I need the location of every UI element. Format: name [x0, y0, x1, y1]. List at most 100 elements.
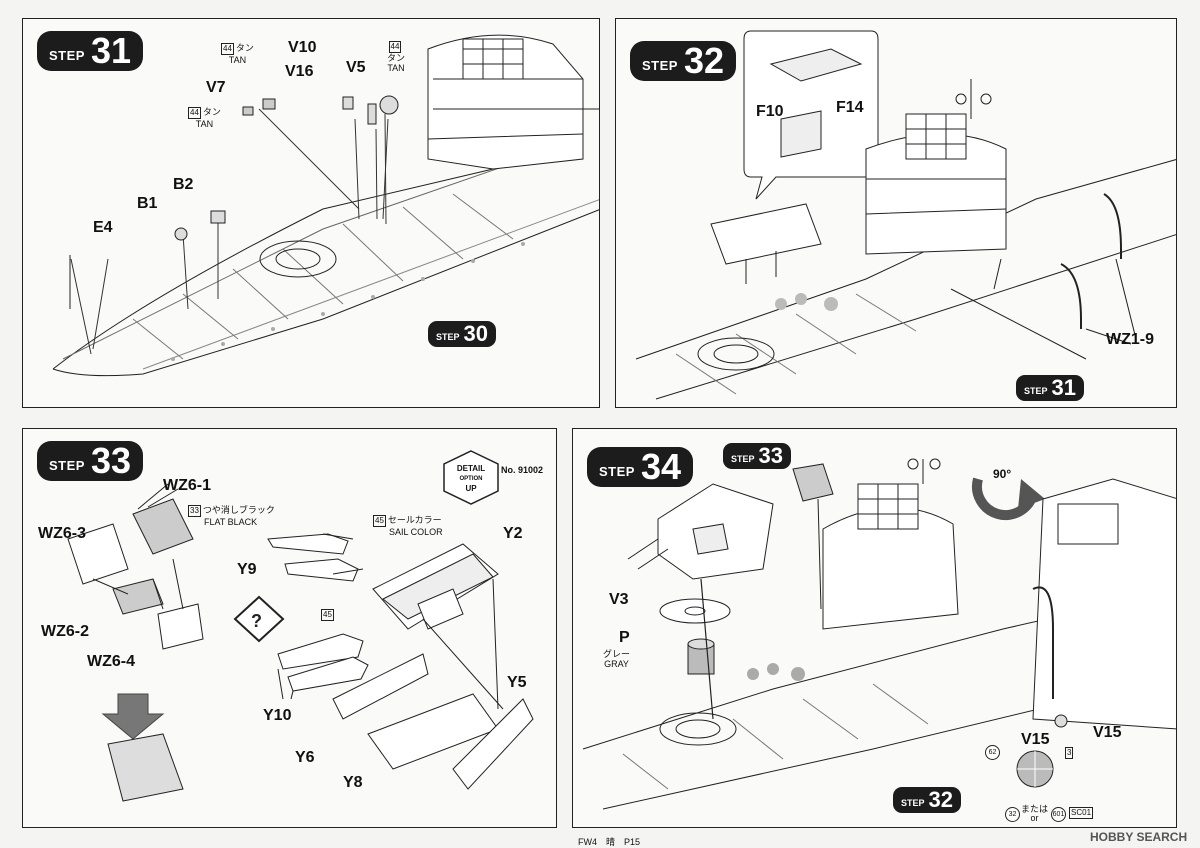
step-33-badge: STEP 33 [37, 440, 144, 481]
ref-step-number: 30 [463, 321, 488, 346]
paint-name-en: TAN [228, 55, 247, 65]
ref-step-label: STEP [901, 797, 925, 808]
detail-up-badge: DETAIL OPTION UP [448, 464, 494, 493]
color-code-62: 62 [985, 745, 1000, 760]
part-label-b2: B2 [173, 176, 194, 193]
paint-code: 44 [188, 107, 201, 119]
color-code-32: 32 [1005, 807, 1020, 822]
detail-line-2: OPTION [459, 476, 483, 482]
page-footer: FW4 晴 P15 [578, 837, 641, 847]
step-32-reference-badge: STEP 32 [893, 787, 961, 813]
step-label: STEP [49, 47, 85, 63]
part-label-y2: Y2 [503, 525, 523, 542]
step-label: STEP [49, 457, 85, 473]
ref-step-label: STEP [731, 453, 755, 464]
step-32-drawing [635, 30, 1176, 400]
step-30-reference-badge: STEP 30 [428, 321, 496, 347]
part-label-y9: Y9 [237, 561, 257, 578]
part-label-v15-inset: V15 [1093, 724, 1122, 741]
part-label-b1: B1 [137, 195, 158, 212]
step-number: 34 [640, 446, 682, 487]
paint-name-jp: タン [235, 43, 254, 53]
svg-text:?: ? [251, 611, 262, 631]
part-label-wz6-2: WZ6-2 [41, 623, 89, 640]
rotate-90-label: 90° [993, 467, 1012, 481]
paint-name-jp: つや消しブラック [202, 505, 275, 515]
part-label-f10: F10 [756, 103, 784, 120]
paint-name-en: TAN [387, 63, 405, 73]
step-32-panel: STEP 32 STEP 31 F10 F14 WZ1-9 [615, 18, 1177, 408]
part-label-e4: E4 [93, 219, 113, 236]
part-label-v15-decal: V15 [1021, 731, 1050, 748]
or-jp: または [1021, 804, 1049, 814]
part-label-v10: V10 [288, 39, 317, 56]
part-label-y10: Y10 [263, 707, 292, 724]
step-label: STEP [599, 463, 635, 479]
step-33-reference-badge: STEP 33 [723, 443, 791, 469]
ref-step-number: 31 [1051, 375, 1076, 400]
step-33-panel: ? STEP 33 WZ6-1 WZ6- [22, 428, 557, 828]
paint-code: 45 [373, 515, 386, 527]
color-code-3: 3 [1065, 747, 1075, 759]
part-label-p: P [619, 629, 630, 646]
step-31-drawing [52, 34, 599, 377]
paint-name-en: TAN [195, 119, 214, 129]
color-code-box: SC01 [1069, 807, 1094, 819]
step-number: 33 [90, 440, 132, 481]
paint-code: 44 [388, 41, 402, 53]
part-label-v16: V16 [285, 63, 314, 80]
part-label-y8: Y8 [343, 774, 363, 791]
ref-step-label: STEP [1024, 385, 1048, 396]
paint-code: 33 [188, 505, 201, 517]
step-34-badge: STEP 34 [587, 446, 694, 487]
step-number: 31 [90, 30, 132, 71]
paint-name-jp: タン [202, 107, 221, 117]
part-label-wz6-4: WZ6-4 [87, 653, 135, 670]
step-34-drawing [582, 458, 1176, 810]
detail-line-3: UP [465, 484, 477, 493]
paint-name-jp: グレー [603, 649, 631, 659]
paint-code: 44 [221, 43, 234, 55]
paint-name-en: SAIL COLOR [389, 527, 443, 537]
step-33-drawing: ? [67, 450, 534, 802]
part-label-wz6-3: WZ6-3 [38, 525, 86, 542]
step-31-badge: STEP 31 [37, 30, 144, 71]
part-label-f14: F14 [836, 99, 864, 116]
paint-callout-y10: 45 [321, 609, 336, 621]
part-label-wz1-9: WZ1-9 [1106, 331, 1154, 348]
part-label-y6: Y6 [295, 749, 315, 766]
ref-step-number: 33 [758, 443, 783, 468]
ref-step-number: 32 [928, 787, 953, 812]
step-32-badge: STEP 32 [630, 40, 737, 81]
color-code-box: 3 [1065, 747, 1074, 759]
watermark: HOBBY SEARCH [1090, 830, 1188, 844]
ref-step-label: STEP [436, 331, 460, 342]
part-label-y5: Y5 [507, 674, 527, 691]
part-label-v7: V7 [206, 79, 226, 96]
step-31-reference-badge: STEP 31 [1016, 375, 1084, 401]
or-en: or [1030, 813, 1039, 823]
part-label-v5: V5 [346, 59, 366, 76]
detail-up-number: No. 91002 [501, 465, 544, 475]
step-31-panel: STEP 31 STEP 30 V7 V10 V16 V5 B1 B2 E4 4… [22, 18, 600, 408]
step-number: 32 [683, 40, 725, 81]
part-label-v3: V3 [609, 591, 629, 608]
paint-name-en: FLAT BLACK [204, 517, 258, 527]
paint-name-jp: タン [387, 53, 406, 63]
paint-code: 45 [321, 609, 334, 621]
step-label: STEP [642, 57, 678, 73]
color-code-601: 601 [1051, 807, 1066, 822]
paint-name-jp: セールカラー [387, 515, 442, 525]
color-code-sc01: SC01 [1069, 807, 1095, 819]
paint-name-en: GRAY [604, 659, 629, 669]
detail-line-1: DETAIL [456, 464, 486, 473]
part-label-wz6-1: WZ6-1 [163, 477, 211, 494]
